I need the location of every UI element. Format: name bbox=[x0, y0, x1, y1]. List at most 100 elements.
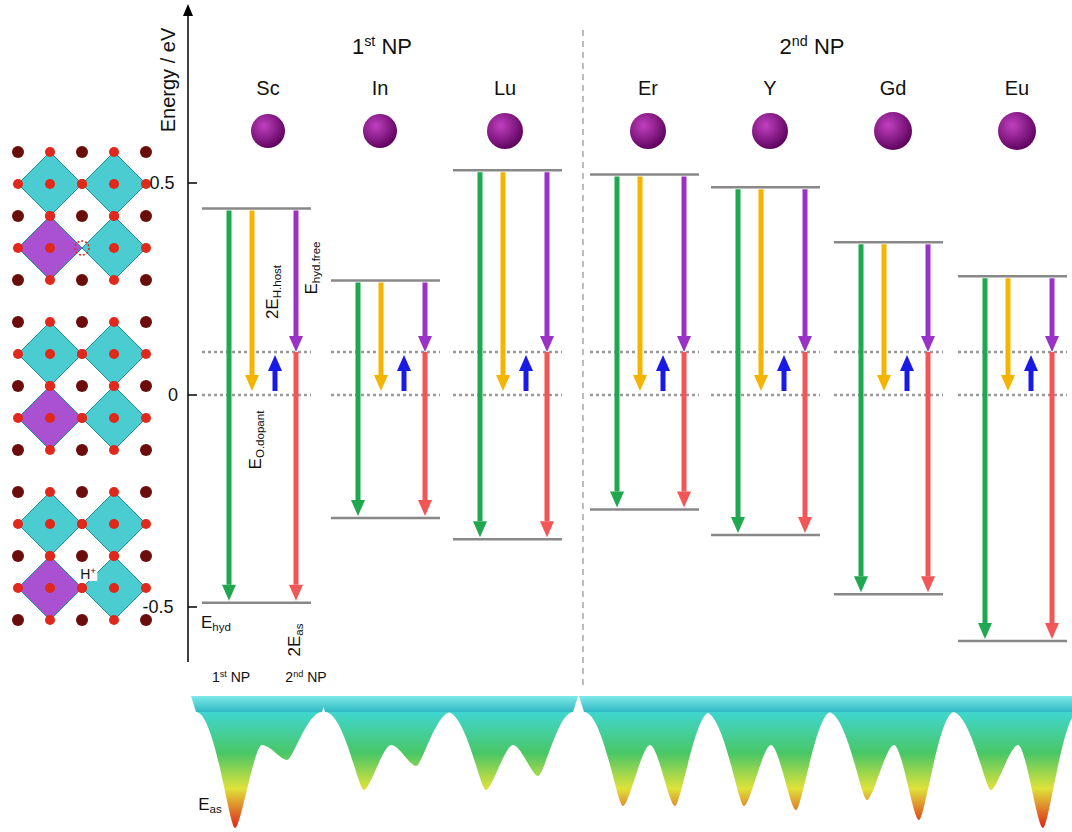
oxygen-atom bbox=[77, 179, 87, 189]
energy-arrow bbox=[759, 189, 764, 375]
a-site-atom bbox=[12, 486, 24, 498]
axis-tick bbox=[188, 182, 197, 184]
energy-arrow bbox=[545, 352, 550, 521]
energy-term-text: 2E bbox=[285, 636, 304, 657]
octahedron bbox=[82, 386, 146, 450]
energy-term: 2EH.host bbox=[264, 265, 284, 319]
a-site-atom bbox=[140, 550, 152, 562]
energy-term-text: E bbox=[246, 458, 265, 469]
tick-label-text: 0 bbox=[168, 385, 178, 405]
a-site-atom bbox=[12, 444, 24, 456]
level-line bbox=[834, 241, 943, 244]
oxygen-atom bbox=[109, 583, 119, 593]
energy-arrow bbox=[983, 278, 988, 623]
oxygen-atom bbox=[141, 519, 151, 529]
arrowhead bbox=[496, 375, 510, 391]
arrowhead bbox=[473, 521, 487, 537]
arrowhead bbox=[351, 500, 365, 516]
axis-tick bbox=[188, 394, 197, 396]
a-site-atom bbox=[12, 316, 24, 328]
level-line bbox=[711, 186, 820, 189]
oxygen-atom bbox=[109, 519, 119, 529]
dopant-label-text: Gd bbox=[880, 77, 907, 99]
energy-arrow bbox=[273, 371, 278, 391]
arrowhead bbox=[777, 355, 791, 371]
arrowhead bbox=[900, 355, 914, 371]
octahedron bbox=[82, 556, 146, 620]
energy-term-text: E bbox=[302, 283, 321, 294]
arrowhead bbox=[921, 576, 935, 592]
dopant-label-text: Er bbox=[638, 77, 658, 99]
dopant-label-text: In bbox=[372, 77, 389, 99]
oxygen-atom bbox=[13, 413, 23, 423]
oxygen-atom bbox=[109, 413, 119, 423]
well-label-text: st bbox=[220, 669, 227, 679]
oxygen-atom bbox=[45, 583, 55, 593]
level-line bbox=[590, 173, 699, 176]
dopant-sphere bbox=[363, 114, 397, 148]
octahedron bbox=[18, 386, 82, 450]
arrowhead bbox=[1001, 375, 1015, 391]
arrowhead bbox=[921, 336, 935, 352]
a-site-atom bbox=[76, 550, 88, 562]
oxygen-atom bbox=[77, 583, 87, 593]
dopant-label: Gd bbox=[880, 78, 907, 98]
dopant-label: Y bbox=[763, 78, 776, 98]
dopant-sphere bbox=[752, 113, 788, 149]
arrowhead bbox=[633, 375, 647, 391]
energy-term-text: hyd.free bbox=[310, 241, 322, 283]
a-site-atom bbox=[140, 486, 152, 498]
np-heading: 2ndNP bbox=[780, 34, 845, 58]
octahedron bbox=[82, 492, 146, 556]
octahedron bbox=[18, 152, 82, 216]
a-site-atom bbox=[76, 486, 88, 498]
oxygen-atom bbox=[109, 381, 119, 391]
oxygen-atom bbox=[13, 519, 23, 529]
oxygen-atom bbox=[77, 519, 87, 529]
arrowhead bbox=[798, 517, 812, 533]
oxygen-atom bbox=[45, 381, 55, 391]
np-heading-text: nd bbox=[792, 33, 808, 49]
oxygen-atom bbox=[13, 583, 23, 593]
energy-arrow bbox=[803, 189, 808, 336]
energy-arrow bbox=[379, 283, 384, 375]
energy-arrow bbox=[661, 371, 666, 391]
oxygen-atom bbox=[13, 349, 23, 359]
oxygen-atom bbox=[45, 349, 55, 359]
oxygen-atom bbox=[77, 583, 87, 593]
dopant-label: Er bbox=[638, 78, 658, 98]
energy-axis bbox=[187, 14, 189, 662]
well-label-text: nd bbox=[293, 669, 303, 679]
a-site-atom bbox=[76, 316, 88, 328]
energy-term: Ehyd.free bbox=[303, 241, 323, 294]
energy-arrow bbox=[882, 244, 887, 375]
level-line bbox=[202, 602, 311, 605]
energy-well bbox=[705, 712, 831, 810]
octahedron bbox=[18, 216, 82, 280]
level-line bbox=[453, 169, 562, 172]
arrowhead bbox=[540, 521, 554, 537]
energy-term-text: H.host bbox=[271, 265, 283, 298]
energy-arrow bbox=[905, 371, 910, 391]
well-label: 1stNP bbox=[212, 670, 250, 684]
arrowhead bbox=[1024, 355, 1038, 371]
level-line bbox=[453, 538, 562, 541]
arrowhead bbox=[1045, 623, 1059, 639]
oxygen-atom bbox=[109, 243, 119, 253]
landscape-rim bbox=[579, 696, 715, 712]
energy-arrow bbox=[423, 352, 428, 500]
dopant-sphere bbox=[630, 113, 666, 149]
tick-label: 0.5 bbox=[149, 174, 174, 192]
landscape-rim bbox=[947, 696, 1072, 712]
axis-title: Energy / eV bbox=[158, 28, 178, 133]
octahedron bbox=[82, 322, 146, 386]
oxygen-atom bbox=[109, 551, 119, 561]
well-label-text: NP bbox=[231, 669, 250, 685]
oxygen-atom bbox=[109, 445, 119, 455]
oxygen-atom bbox=[141, 243, 151, 253]
arrowhead bbox=[677, 491, 691, 507]
oxygen-atom bbox=[109, 487, 119, 497]
dopant-label-text: Y bbox=[763, 77, 776, 99]
energy-term-text: O.dopant bbox=[254, 411, 266, 459]
tick-label: 0 bbox=[168, 386, 178, 404]
